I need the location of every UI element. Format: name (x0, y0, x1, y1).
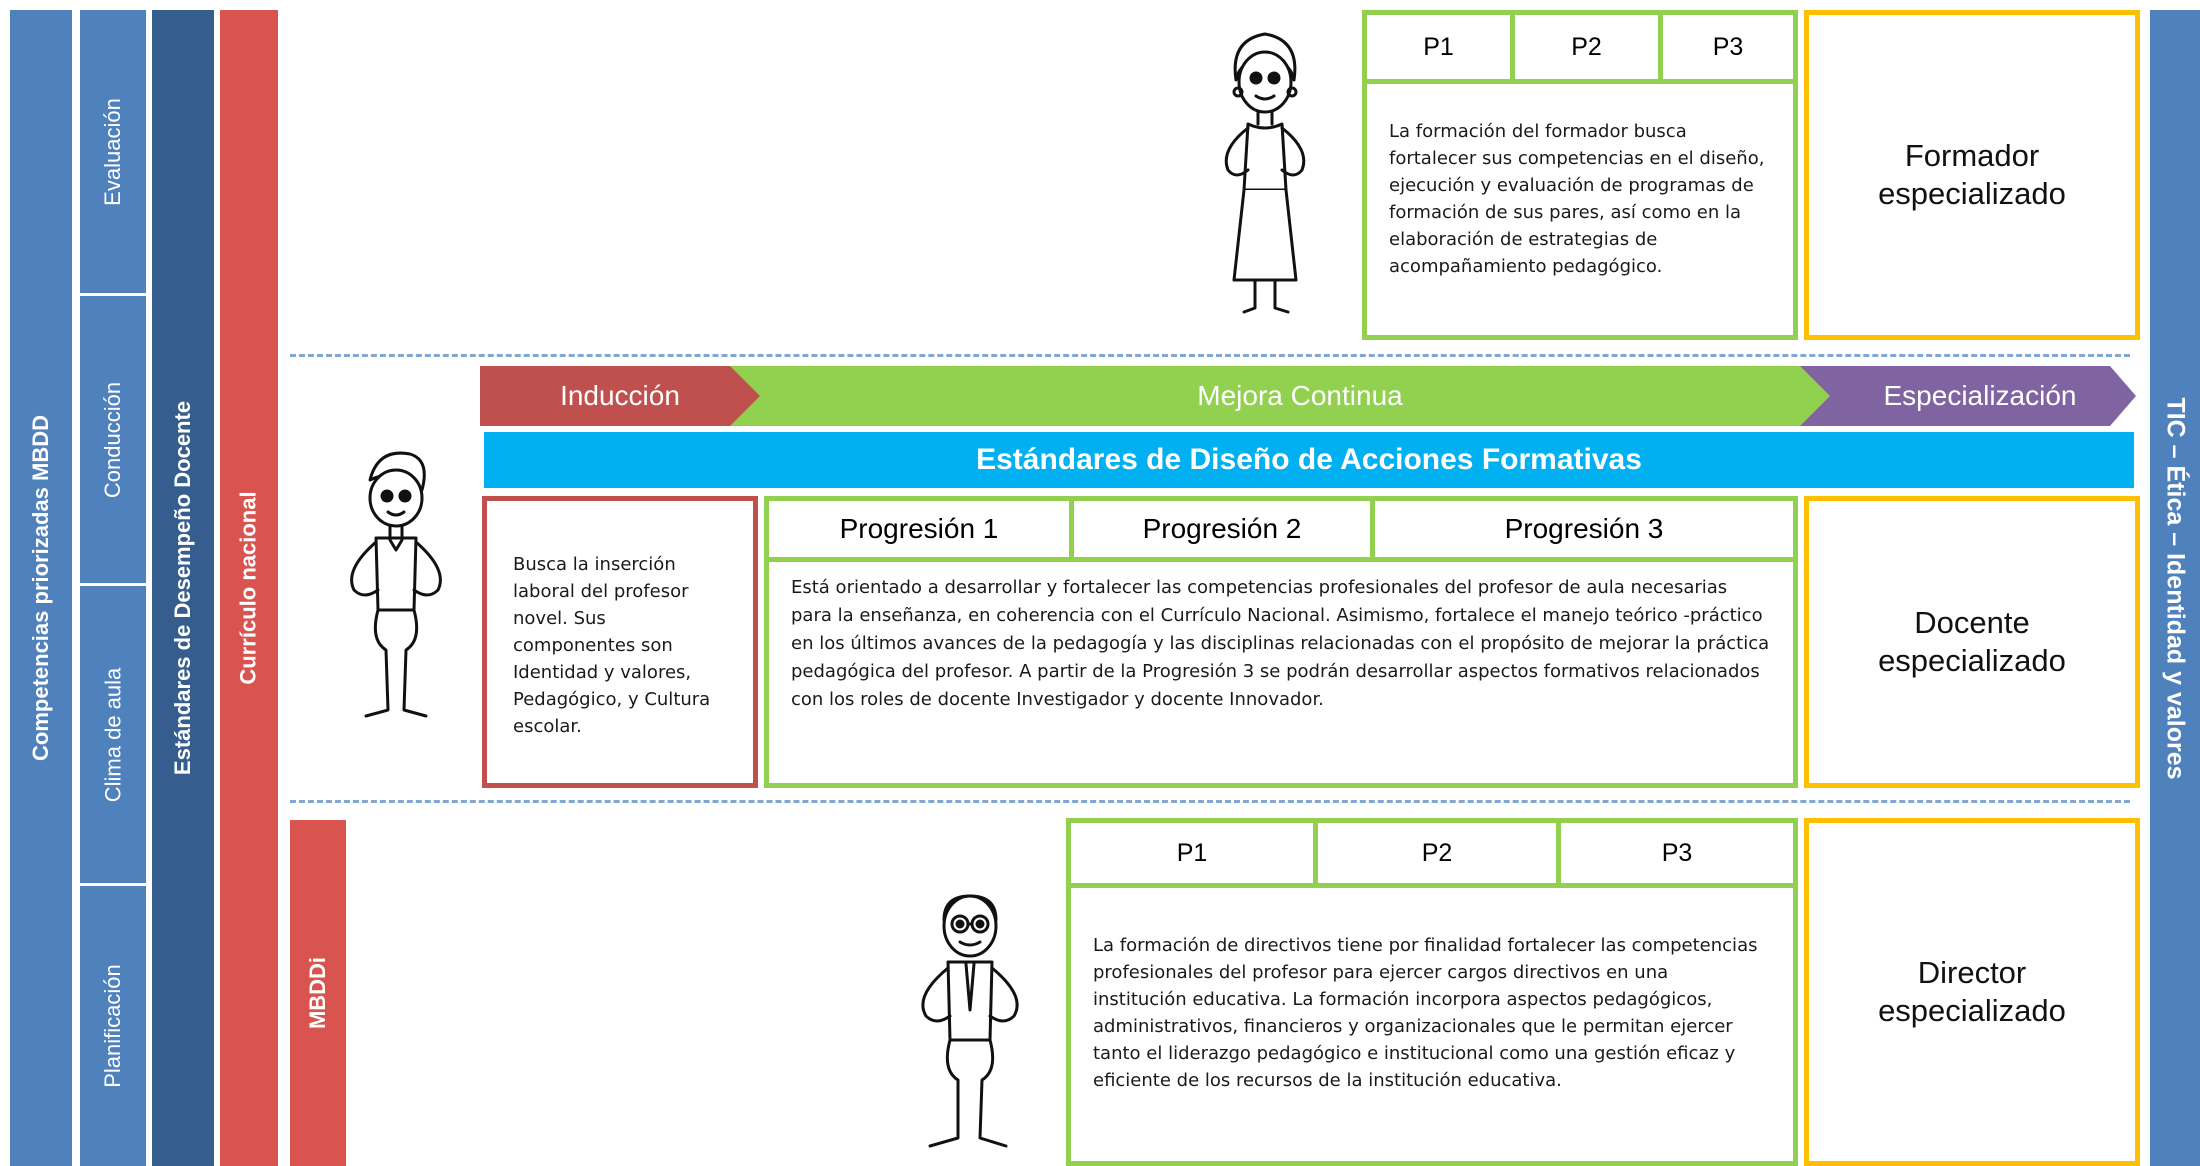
formador-p2-header: P2 (1515, 15, 1663, 79)
director-role-box: Director especializado (1804, 818, 2140, 1166)
formador-description: La formación del formador busca fortalec… (1389, 121, 1765, 277)
dimensions-column: Evaluación Conducción Clima de aula Plan… (80, 10, 146, 1166)
dimension-evaluacion: Evaluación (80, 10, 146, 296)
induccion-label: Inducción (560, 380, 680, 411)
docente-role-box: Docente especializado (1804, 496, 2140, 788)
induccion-arrow (480, 366, 770, 426)
progresion-3-header: Progresión 3 (1504, 513, 1664, 544)
director-role-title: Director especializado (1878, 955, 2066, 1028)
formador-role-box: Formador especializado (1804, 10, 2140, 340)
progresion-1-header: Progresión 1 (769, 501, 1074, 557)
woman-figure-icon (1224, 32, 1306, 314)
dimension-conduccion: Conducción (80, 296, 146, 586)
divider-top (290, 354, 2130, 357)
progresion-2-header: Progresión 2 (1074, 501, 1375, 557)
elder-man-figure-icon (921, 894, 1019, 1148)
formador-p3-header: P3 (1712, 32, 1744, 61)
formador-role-title: Formador especializado (1878, 138, 2066, 211)
induccion-box: Busca la inserción laboral del profesor … (482, 496, 758, 788)
especializacion-label: Especialización (1883, 380, 2077, 411)
docente-header-row: Progresión 1 Progresión 2 Progresión 3 (769, 501, 1793, 562)
dimension-planificacion: Planificación (100, 964, 126, 1088)
director-p3-header: P3 (1661, 838, 1693, 867)
estandares-banner: Estándares de Diseño de Acciones Formati… (484, 432, 2134, 488)
divider-bottom (290, 800, 2130, 803)
docente-description: Está orientado a desarrollar y fortalece… (791, 577, 1770, 710)
tic-etica-bar: TIC – Ética – Identidad y valores (2150, 10, 2200, 1166)
director-p2-header: P2 (1318, 823, 1561, 883)
docente-box: Progresión 1 Progresión 2 Progresión 3 E… (764, 496, 1798, 788)
competencias-bar: Competencias priorizadas MBDD (10, 10, 72, 1166)
director-header-row: P1 P2 P3 (1071, 823, 1793, 888)
mejora-arrow (730, 366, 1840, 426)
dimension-clima: Clima de aula (80, 586, 146, 886)
director-p1-header: P1 (1071, 823, 1318, 883)
curriculo-nacional-bar: Currículo nacional (220, 10, 278, 1166)
formador-p1-header: P1 (1367, 15, 1515, 79)
estandares-desempeno-bar: Estándares de Desempeño Docente (152, 10, 214, 1166)
formador-box: P1 P2 P3 La formación del formador busca… (1362, 10, 1798, 340)
competencias-label: Competencias priorizadas MBDD (28, 415, 53, 761)
docente-role-title: Docente especializado (1878, 605, 2066, 678)
director-description: La formación de directivos tiene por fin… (1093, 935, 1758, 1091)
mbddi-bar: MBDDi (290, 820, 346, 1166)
induccion-description: Busca la inserción laboral del profesor … (513, 554, 711, 737)
phase-arrows (480, 366, 2136, 426)
man-figure-icon (350, 451, 442, 718)
especializacion-arrow (1800, 366, 2136, 426)
director-box: P1 P2 P3 La formación de directivos tien… (1066, 818, 1798, 1166)
mejora-label: Mejora Continua (1197, 380, 1403, 411)
formador-header-row: P1 P2 P3 (1367, 15, 1793, 84)
